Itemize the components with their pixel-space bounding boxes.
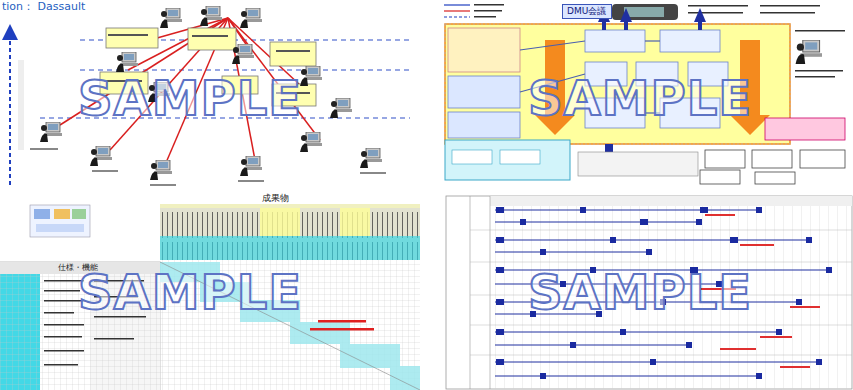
watermark: SAMPLE <box>528 74 752 122</box>
watermark: SAMPLE <box>78 268 302 316</box>
table-heading: 成果物 <box>262 193 289 204</box>
box-label: DMU会議 <box>567 6 607 17</box>
process-box: DMU会議 <box>562 4 612 19</box>
watermark: SAMPLE <box>528 268 752 316</box>
watermark: SAMPLE <box>78 74 302 122</box>
source-credit: tion： Dassault <box>2 0 85 13</box>
column-heading: 仕様・機能 <box>58 263 98 273</box>
